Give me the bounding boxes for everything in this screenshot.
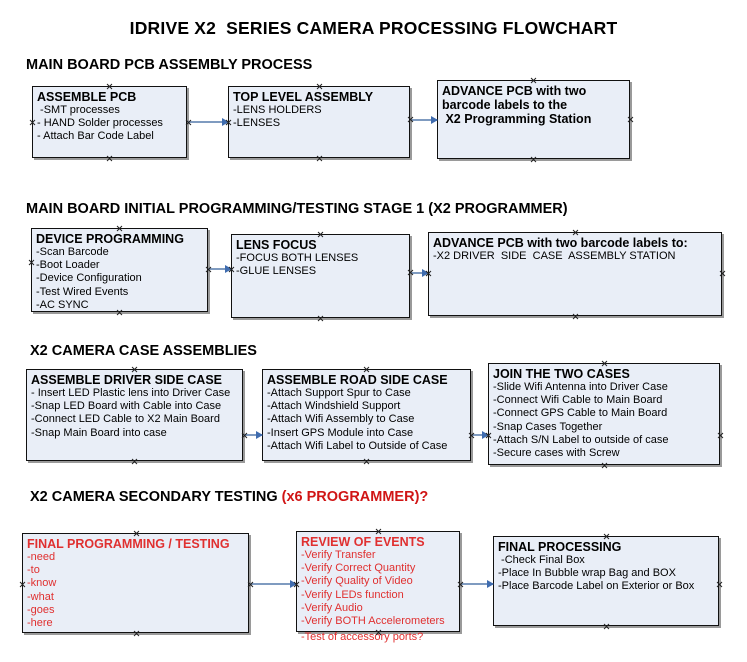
node-title: ADVANCE PCB with two — [442, 84, 587, 98]
node-top-level-assembly[interactable]: TOP LEVEL ASSEMBLY -LENS HOLDERS -LENSES — [228, 86, 410, 158]
node-line: - Insert LED Plastic lens into Driver Ca… — [31, 387, 231, 399]
node-line: -Verify Correct Quantity — [301, 562, 416, 575]
node-content: LENS FOCUS -FOCUS BOTH LENSES -GLUE LENS… — [232, 235, 409, 278]
node-line: -Connect GPS Cable to Main Board — [493, 407, 668, 420]
node-content: JOIN THE TWO CASES -Slide Wifi Antenna i… — [489, 364, 719, 460]
node-advance-pcb-to-x2-programming-station[interactable]: ADVANCE PCB with two barcode labels to t… — [437, 80, 630, 159]
node-line: -X2 DRIVER SIDE CASE ASSEMBLY STATION — [433, 250, 676, 262]
node-line: -Secure cases with Screw — [493, 447, 620, 460]
node-content: TOP LEVEL ASSEMBLY -LENS HOLDERS -LENSES — [229, 87, 409, 130]
node-content: DEVICE PROGRAMMING -Scan Barcode -Boot L… — [32, 229, 207, 312]
node-lens-focus[interactable]: LENS FOCUS -FOCUS BOTH LENSES -GLUE LENS… — [231, 234, 410, 318]
node-content: ADVANCE PCB with two barcode labels to t… — [438, 81, 629, 126]
node-line: -GLUE LENSES — [236, 265, 317, 278]
node-title: FINAL PROCESSING — [498, 540, 622, 554]
node-line: -know — [27, 577, 57, 590]
node-review-of-events[interactable]: REVIEW OF EVENTS -Verify Transfer -Verif… — [296, 531, 460, 643]
node-content: ASSEMBLE PCB -SMT processes - HAND Solde… — [33, 87, 186, 144]
node-line: -AC SYNC — [36, 298, 89, 311]
node-line: -Place In Bubble wrap Bag and BOX — [498, 567, 676, 580]
node-title: ASSEMBLE ROAD SIDE CASE — [267, 373, 448, 387]
section-title-4-accent: (x6 PROGRAMMER)? — [281, 489, 429, 505]
section-title-3: X2 CAMERA CASE ASSEMBLIES — [30, 343, 257, 359]
node-final-processing[interactable]: FINAL PROCESSING -Check Final Box -Place… — [493, 536, 719, 626]
node-assemble-driver-side-case[interactable]: ASSEMBLE DRIVER SIDE CASE - Insert LED P… — [26, 369, 243, 461]
node-line: -Snap Cases Together — [493, 420, 603, 433]
node-line: -FOCUS BOTH LENSES — [236, 252, 359, 264]
section-title-2: MAIN BOARD INITIAL PROGRAMMING/TESTING S… — [26, 201, 568, 217]
connector-2-2 — [411, 269, 429, 277]
node-line: -Connect Wifi Cable to Main Board — [493, 394, 663, 407]
node-line: -Scan Barcode — [36, 246, 109, 258]
node-final-programming-testing[interactable]: FINAL PROGRAMMING / TESTING -need -to -k… — [22, 533, 249, 633]
node-line: -Attach Windshield Support — [267, 400, 401, 413]
node-line: -Snap Main Board into case — [31, 426, 167, 439]
section-title-4-text: X2 CAMERA SECONDARY TESTING — [30, 489, 282, 505]
node-title: ASSEMBLE PCB — [37, 90, 137, 104]
node-line: -Verify Quality of Video — [301, 575, 413, 588]
node-line: -Verify Transfer — [301, 549, 376, 561]
node-line: -Connect LED Cable to X2 Main Board — [31, 413, 220, 426]
node-content: FINAL PROGRAMMING / TESTING -need -to -k… — [23, 534, 248, 630]
node-line: -Slide Wifi Antenna into Driver Case — [493, 381, 668, 393]
node-line: -here — [27, 617, 53, 630]
connector-1-2 — [411, 116, 438, 124]
node-line: -Snap LED Board with Cable into Case — [31, 400, 222, 413]
connector-4-1 — [250, 580, 297, 588]
node-line: - Attach Bar Code Label — [37, 130, 154, 143]
node-title-line3: X2 Programming Station — [442, 112, 592, 126]
node-line: -need — [27, 551, 56, 563]
node-content: REVIEW OF EVENTS -Verify Transfer -Verif… — [297, 532, 459, 628]
node-line: -Attach Wifi Label to Outside of Case — [267, 439, 448, 452]
connector-1-1 — [188, 118, 229, 126]
section-title-4: X2 CAMERA SECONDARY TESTING (x6 PROGRAMM… — [30, 489, 428, 505]
connector-2-1 — [208, 265, 232, 273]
node-line: -Device Configuration — [36, 272, 142, 285]
node-line: -Place Barcode Label on Exterior or Box — [498, 580, 695, 593]
node-title: FINAL PROGRAMMING / TESTING — [27, 537, 230, 551]
node-line: -Verify LEDs function — [301, 588, 404, 601]
node-assemble-pcb[interactable]: ASSEMBLE PCB -SMT processes - HAND Solde… — [32, 86, 187, 158]
node-line: -Attach S/N Label to outside of case — [493, 433, 669, 446]
node-line: -to — [27, 564, 40, 577]
node-advance-pcb-to-driver-side-case-station[interactable]: ADVANCE PCB with two barcode labels to: … — [428, 232, 722, 316]
node-join-the-two-cases[interactable]: JOIN THE TWO CASES -Slide Wifi Antenna i… — [488, 363, 720, 465]
node-line: -Check Final Box — [498, 554, 585, 566]
node-line: -Boot Loader — [36, 259, 100, 272]
connector-4-2 — [461, 580, 494, 588]
node-title-line2: barcode labels to the — [442, 98, 568, 112]
node-line: -Verify BOTH Accelerometers — [301, 615, 445, 628]
node-content: FINAL PROCESSING -Check Final Box -Place… — [494, 537, 718, 594]
node-line: -what — [27, 590, 54, 603]
node-title: REVIEW OF EVENTS — [301, 535, 425, 549]
node-title: ASSEMBLE DRIVER SIDE CASE — [31, 373, 223, 387]
node-title: JOIN THE TWO CASES — [493, 367, 630, 381]
node-assemble-road-side-case[interactable]: ASSEMBLE ROAD SIDE CASE -Attach Support … — [262, 369, 471, 461]
node-line: -Test Wired Events — [36, 285, 129, 298]
node-line: -Attach Support Spur to Case — [267, 387, 411, 399]
node-title: DEVICE PROGRAMMING — [36, 232, 184, 246]
connector-3-2 — [472, 431, 489, 439]
node-content: ASSEMBLE ROAD SIDE CASE -Attach Support … — [263, 370, 470, 453]
node-line: -LENS HOLDERS — [233, 104, 322, 116]
node-line: - HAND Solder processes — [37, 117, 163, 130]
node-content: ADVANCE PCB with two barcode labels to: … — [429, 233, 721, 263]
node-title: ADVANCE PCB with two barcode labels to: — [433, 236, 688, 250]
node-line: -SMT processes — [37, 104, 120, 116]
node-line: -Verify Audio — [301, 601, 363, 614]
connector-3-1 — [244, 431, 263, 439]
section-title-1: MAIN BOARD PCB ASSEMBLY PROCESS — [26, 57, 313, 73]
node-line: -goes — [27, 603, 55, 616]
node-overflow-line: -Test of accessory ports? — [301, 631, 424, 643]
page-title: IDRIVE X2 SERIES CAMERA PROCESSING FLOWC… — [129, 18, 618, 38]
node-line: -LENSES — [233, 117, 281, 130]
node-title: LENS FOCUS — [236, 238, 317, 252]
node-line: -Attach Wifi Assembly to Case — [267, 413, 415, 426]
node-line: -Insert GPS Module into Case — [267, 426, 414, 439]
node-content: ASSEMBLE DRIVER SIDE CASE - Insert LED P… — [27, 370, 242, 440]
node-device-programming[interactable]: DEVICE PROGRAMMING -Scan Barcode -Boot L… — [31, 228, 208, 312]
node-title: TOP LEVEL ASSEMBLY — [233, 90, 374, 104]
